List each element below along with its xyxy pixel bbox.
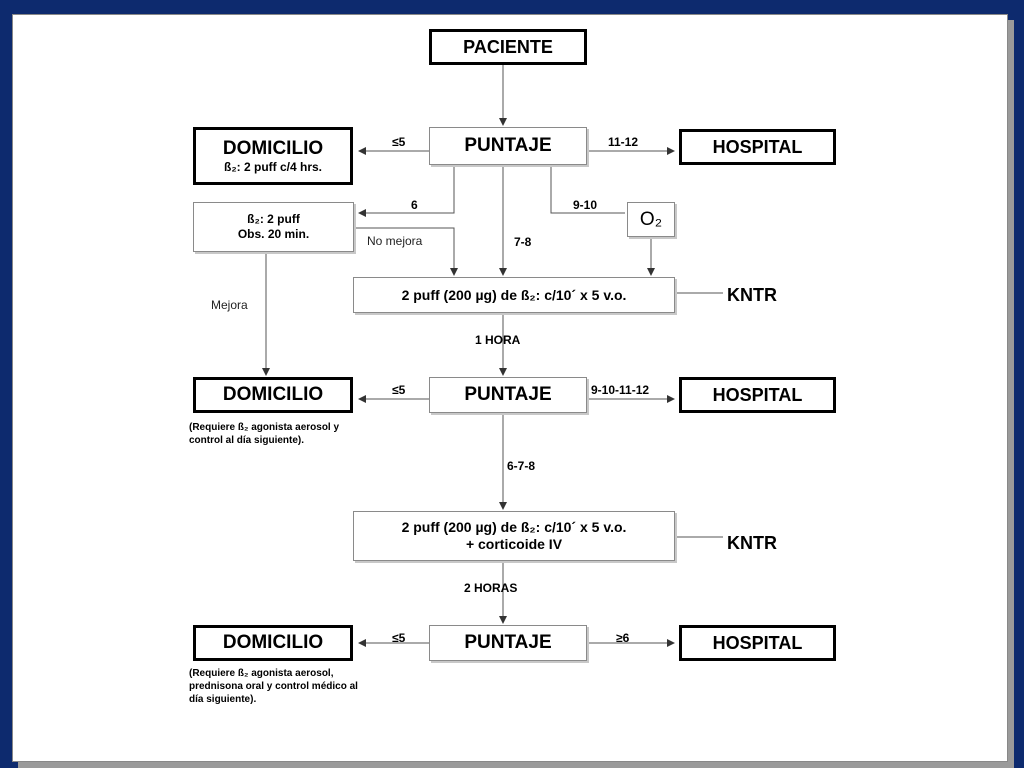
puntaje-label-1: PUNTAJE [464,135,552,156]
edge-label-no-mejora: No mejora [367,234,423,248]
treatment-label-2a: 2 puff (200 µg) de ß₂: c/10´ x 5 v.o. [401,519,627,535]
puntaje-box-1: PUNTAJE [429,127,587,165]
hospital-box-3: HOSPITAL [679,625,836,661]
treatment-label-2b: + corticoide IV [465,536,563,552]
puntaje-box-2: PUNTAJE [429,377,587,413]
domicilio-title-1: DOMICILIO [222,138,324,159]
domicilio-title-2: DOMICILIO [222,384,324,405]
treatment-box-2: 2 puff (200 µg) de ß₂: c/10´ x 5 v.o. + … [353,511,675,561]
kntr-label-2: KNTR [727,533,777,553]
connector-lines [262,65,723,647]
oxygen-box: O₂ [627,202,675,237]
puntaje-label-3: PUNTAJE [464,632,552,653]
observation-box: ß₂: 2 puff Obs. 20 min. [193,202,354,252]
domicilio-box-3: DOMICILIO [193,625,353,661]
observation-line-1: ß₂: 2 puff [247,212,300,226]
hospital-label-3: HOSPITAL [712,632,803,653]
edge-label-1-hora: 1 HORA [475,333,521,347]
hospital-box-1: HOSPITAL [679,129,836,165]
edge-label-le5-3: ≤5 [392,631,406,645]
domicilio-note-2: (Requiere ß₂ agonista aerosol y control … [189,422,340,446]
edge-label-ge6: ≥6 [616,631,630,645]
domicilio-note-3: (Requiere ß₂ agonista aerosol, prednison… [189,668,358,705]
domicilio-detail-1: ß₂: 2 puff c/4 hrs. [223,160,322,174]
hospital-box-2: HOSPITAL [679,377,836,413]
slide: PACIENTE PUNTAJE DOMICILIO ß₂: 2 puff c/… [12,14,1008,762]
domicilio-title-3: DOMICILIO [222,632,324,653]
edge-label-2-horas: 2 HORAS [464,581,518,595]
observation-line-2: Obs. 20 min. [237,227,310,241]
edge-label-11-12: 11-12 [608,135,639,149]
paciente-label: PACIENTE [463,36,553,57]
hospital-label-2: HOSPITAL [712,384,803,405]
edge-label-6: 6 [411,198,418,212]
treatment-box-1: 2 puff (200 µg) de ß₂: c/10´ x 5 v.o. [353,277,675,313]
edge-label-le5-2: ≤5 [392,383,406,397]
kntr-label-1: KNTR [727,285,777,305]
edge-label-le5-1: ≤5 [392,135,406,149]
puntaje-label-2: PUNTAJE [464,384,552,405]
domicilio-box-1: DOMICILIO ß₂: 2 puff c/4 hrs. [193,127,353,185]
edge-label-9-10-11-12: 9-10-11-12 [591,383,650,397]
edge-label-6-7-8: 6-7-8 [507,459,536,473]
paciente-box: PACIENTE [429,29,587,65]
treatment-label-1: 2 puff (200 µg) de ß₂: c/10´ x 5 v.o. [401,286,627,303]
edge-label-9-10: 9-10 [573,198,598,212]
domicilio-box-2: DOMICILIO [193,377,353,413]
oxygen-label: O₂ [639,208,663,230]
puntaje-box-3: PUNTAJE [429,625,587,661]
edge-label-7-8: 7-8 [514,235,532,249]
edge-label-mejora: Mejora [211,298,248,312]
hospital-label-1: HOSPITAL [712,136,803,157]
